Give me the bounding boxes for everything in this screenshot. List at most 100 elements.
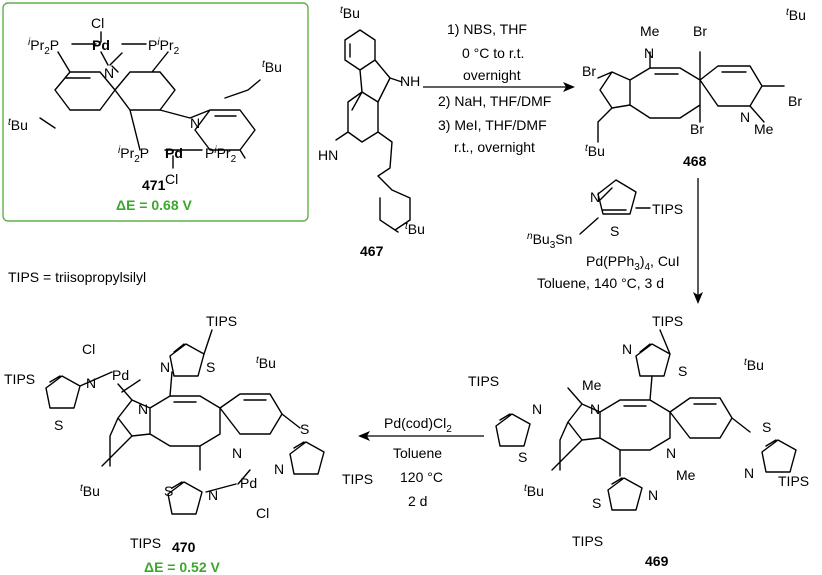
atom-s-469-ttop: S [678,363,687,379]
reagent-tips: TIPS [652,201,683,217]
atom-s-469-tleft: S [518,449,527,465]
conditions-step-3: Pd(cod)Cl2 Toluene 120 °C 2 d [384,415,452,509]
reaction-arrow-1-head [563,82,575,92]
atom-tbu-468-top: tBu [786,7,806,23]
atom-br-468-top: Br [693,23,707,39]
atom-n-470-ttop: N [160,359,170,375]
atom-tips-469-bottom: TIPS [572,533,603,549]
atom-br-468-right: Br [788,93,802,109]
atom-s-470-tright: S [300,421,309,437]
atom-nh-467: NH [400,73,420,89]
atom-n-470-tright: N [274,461,284,477]
condition-3-line-4: 2 d [408,493,427,509]
atom-me-469-bottom: Me [676,467,696,483]
atom-n-468-top: N [644,45,654,61]
atom-tips-470-right: TIPS [342,471,373,487]
atom-n-469-ttop: N [622,341,632,357]
atom-me-468-bottom: Me [754,121,774,137]
atom-cl-470-bottom: Cl [256,505,269,521]
atom-tbu-470: tBu [256,355,276,371]
atom-pd-471-top: Pd [92,37,110,53]
atom-tbu-471-left: tBu [8,117,28,133]
atom-s-469-tright: S [762,419,771,435]
atom-n-471-top: N [104,65,114,81]
atom-br-468-left: Br [582,63,596,79]
compound-label-471: 471 [142,177,166,193]
delta-e-471: ΔE = 0.68 V [116,197,192,213]
atom-n-470-tleft: N [86,375,96,391]
abbreviation-note: TIPS = triisopropylsilyl [8,269,146,285]
atom-s-470-tleft: S [54,417,63,433]
atom-pd-470-bottom: Pd [240,475,257,491]
atom-tbu-467-bottom: tBu [405,221,425,237]
atom-tips-470-top: TIPS [206,313,237,329]
atom-n-469-tbottom: N [648,487,658,503]
atom-tips-470-bottom: TIPS [130,535,161,551]
atom-cl-470-top: Cl [82,341,95,357]
compound-label-470: 470 [172,539,196,555]
condition-3-line-3: 120 °C [400,469,443,485]
condition-2-solvent: Toluene, 140 °C, 3 d [537,275,664,291]
reaction-arrow-3-head [358,431,370,441]
condition-1-line-3: overnight [463,67,521,83]
atom-p-471-left: iPr2P [28,37,59,57]
atom-cl-471-bottom: Cl [165,171,178,187]
delta-e-470: ΔE = 0.52 V [144,559,220,575]
atom-me-468-top: Me [640,23,660,39]
atom-s-470-tbottom: S [164,483,173,499]
atom-tbu-469-bottom: tBu [524,483,544,499]
atom-s-470-ttop: S [206,359,215,375]
atom-n-469-bottom: N [666,445,676,461]
compound-label-467: 467 [360,243,384,259]
atom-tbu-467-top: tBu [340,5,360,21]
atom-tips-469-top: TIPS [652,313,683,329]
compound-label-468: 468 [683,153,707,169]
atom-tbu-470-bottom: tBu [80,483,100,499]
condition-1-line-2: 0 °C to r.t. [462,45,524,61]
atom-s-469-tbottom: S [592,495,601,511]
atom-p-471-bleft: iPr2P [118,145,149,165]
compound-467-structure: tBu NH HN tBu [318,5,425,237]
conditions-step-2: N S TIPS nBu3Sn Pd(PPh3)4, CuI Toluene, … [527,179,683,291]
compound-469-structure: TIPS N S tBu TIPS N S Me N N Me S N TIPS… [468,313,809,549]
reaction-arrow-2-head [693,292,703,304]
atom-n-469-tright: N [744,465,754,481]
atom-cl-471-top: Cl [91,15,104,31]
atom-pd-470-top: Pd [112,367,129,383]
condition-1-line-1: 1) NBS, THF [447,21,527,37]
compound-label-469: 469 [645,553,669,569]
atom-tips-469-left: TIPS [468,373,499,389]
atom-me-469-top: Me [582,377,602,393]
condition-1-line-5: 3) MeI, THF/DMF [438,117,547,133]
condition-1-line-6: r.t., overnight [454,139,535,155]
atom-tbu-469: tBu [744,357,764,373]
compound-471-box [2,2,309,222]
compound-468-structure: Me N Br tBu Br Br N Me Br tBu [582,7,806,159]
condition-1-line-4: 2) NaH, THF/DMF [438,93,551,109]
atom-pd-471-bottom: Pd [165,145,183,161]
atom-tips-469-right: TIPS [778,473,809,489]
atom-tips-470-left: TIPS [4,371,35,387]
atom-n-470-top: N [138,401,148,417]
atom-n-471-bottom: N [190,115,200,131]
condition-3-line-2: Toluene [393,445,442,461]
atom-n-reagent: N [590,189,600,205]
atom-n-470-bottom: N [232,445,242,461]
atom-n-468-bottom: N [740,109,750,125]
reagent-stannane: nBu3Sn [527,231,572,251]
atom-n-469-top: N [590,401,600,417]
atom-p-471-bright: PiPr2 [205,145,237,165]
atom-tbu-471-right: tBu [262,59,282,75]
condition-2-catalyst: Pd(PPh3)4, CuI [586,253,680,273]
compound-471-structure: Cl Pd iPr2P PiPr2 N N tBu tBu iPr2P Pd P… [8,15,282,187]
conditions-step-1: 1) NBS, THF 0 °C to r.t. overnight 2) Na… [438,21,551,155]
atom-n-469-tleft: N [532,401,542,417]
condition-3-catalyst: Pd(cod)Cl2 [384,415,452,435]
atom-br-468-bottom: Br [690,121,704,137]
atom-s-reagent: S [610,223,619,239]
compound-470-structure: TIPS Cl Pd N S tBu TIPS N S N N S N Pd T… [4,313,373,551]
atom-hn-467: HN [318,147,338,163]
atom-p-471-right: PiPr2 [148,37,180,57]
atom-tbu-468-bottom: tBu [585,143,605,159]
